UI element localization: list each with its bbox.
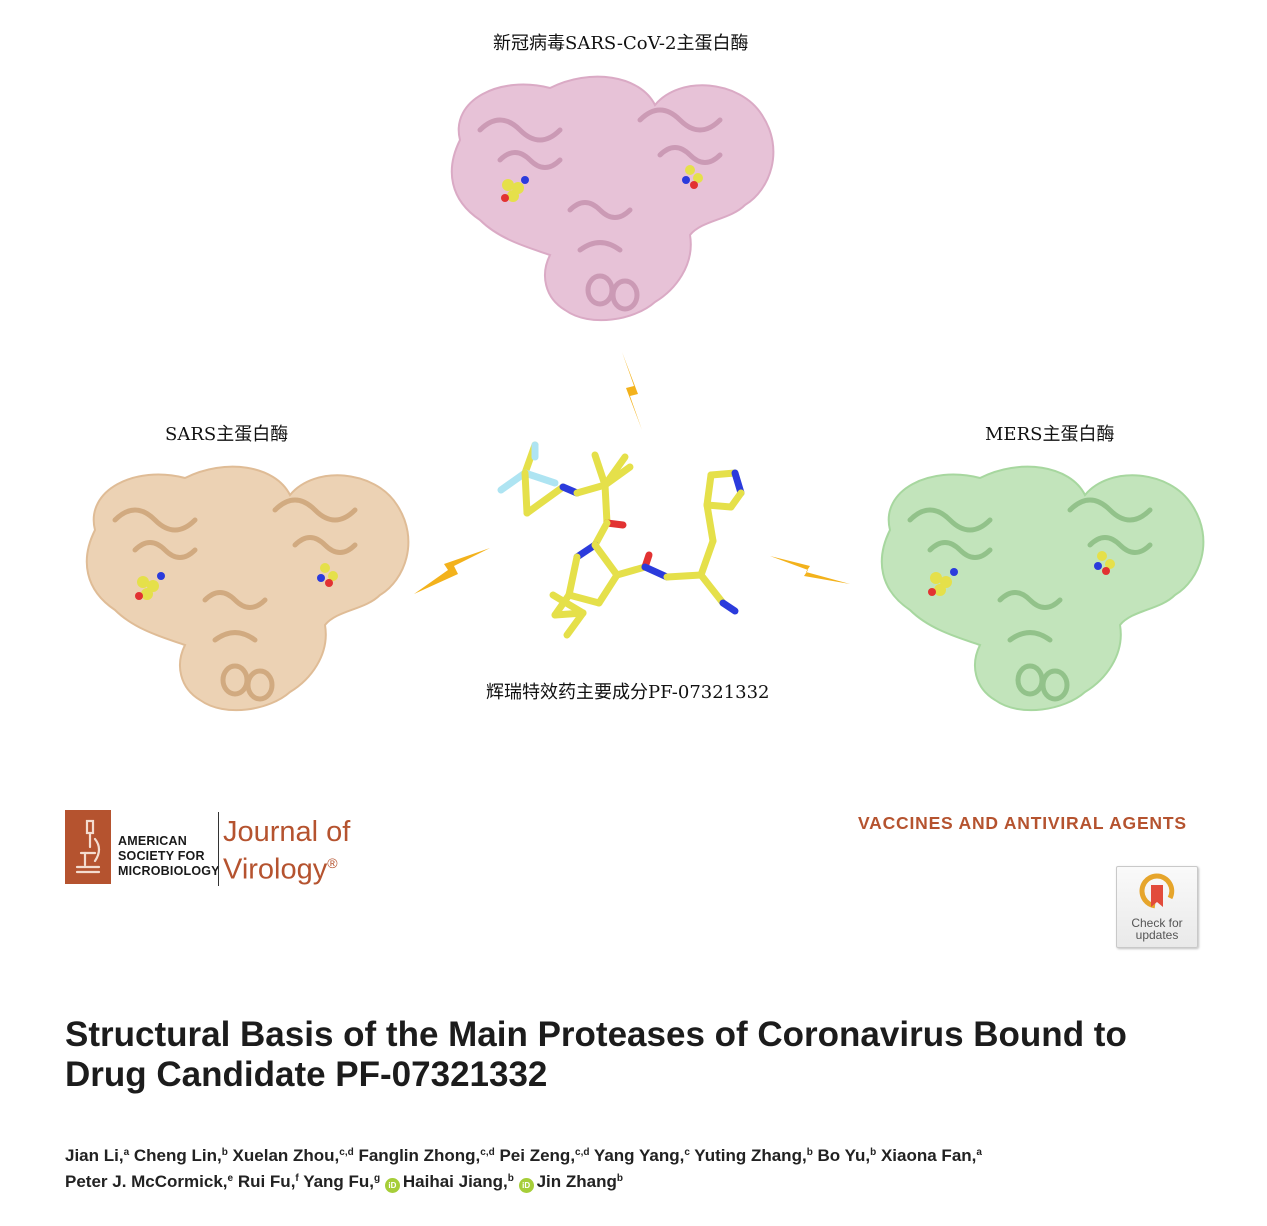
author-affiliation-marker: e (227, 1173, 234, 1184)
author-name[interactable]: Yang Fu,g (303, 1172, 380, 1191)
author-name-text: Rui Fu, (237, 1172, 296, 1191)
article-section-label: VACCINES AND ANTIVIRAL AGENTS (858, 813, 1187, 833)
author-name-text: Yang Fu, (303, 1172, 375, 1191)
microscope-icon (75, 819, 101, 874)
figure-caption-mers: MERS主蛋白酶 (985, 424, 1115, 445)
author-name[interactable]: Jian Li,a (65, 1146, 129, 1165)
logo-divider (218, 812, 219, 886)
author-name-text: Yuting Zhang, (694, 1146, 807, 1165)
check-for-updates-icon (1139, 873, 1175, 909)
author-name-text: Xiaona Fan, (880, 1146, 977, 1165)
author-affiliation-marker: c,d (575, 1147, 590, 1158)
author-name[interactable]: Xuelan Zhou,c,d (233, 1146, 354, 1165)
registered-mark: ® (327, 855, 338, 871)
check-for-updates-label: Check for updates (1131, 917, 1182, 941)
author-affiliation-marker: b (507, 1173, 514, 1184)
author-name-text: Jian Li, (65, 1146, 124, 1165)
author-affiliation-marker: b (806, 1147, 813, 1158)
author-affiliation-marker: f (295, 1173, 299, 1184)
journal-name-line-2-text: Virology (223, 853, 328, 886)
author-name[interactable]: Bo Yu,b (818, 1146, 877, 1165)
publisher-line-3: MICROBIOLOGY (118, 864, 220, 878)
author-affiliation-marker: a (976, 1147, 982, 1158)
author-list: Jian Li,a Cheng Lin,b Xuelan Zhou,c,d Fa… (65, 1143, 1225, 1195)
lightning-bolt-icon-right (770, 552, 850, 586)
author-name-text: Haihai Jiang, (402, 1172, 508, 1191)
figure-caption-sars: SARS主蛋白酶 (165, 424, 289, 445)
author-name[interactable]: Yuting Zhang,b (694, 1146, 813, 1165)
author-name[interactable]: Rui Fu,f (238, 1172, 299, 1191)
orcid-icon[interactable]: iD (384, 1178, 400, 1193)
asm-logo (65, 810, 111, 884)
publisher-line-2: SOCIETY FOR (118, 849, 205, 863)
orcid-icon[interactable]: iD (518, 1178, 534, 1193)
lightning-bolt-icon-left (414, 546, 490, 596)
author-name-text: Cheng Lin, (133, 1146, 222, 1165)
journal-name-line-2: Virology® (223, 848, 350, 886)
check-for-updates-line-2: updates (1135, 928, 1179, 942)
figure-caption-sars-cov-2: 新冠病毒SARS-CoV-2主蛋白酶 (493, 33, 749, 54)
author-affiliation-marker: b (221, 1147, 228, 1158)
author-name[interactable]: Xiaona Fan,a (881, 1146, 982, 1165)
author-affiliation-marker: g (374, 1173, 381, 1184)
sars-protease-structure (75, 460, 415, 725)
mers-protease-structure (870, 460, 1210, 725)
check-for-updates-line-1: Check for (1131, 916, 1183, 930)
author-affiliation-marker: a (123, 1147, 130, 1158)
author-name-text: Bo Yu, (817, 1146, 871, 1165)
author-name-text: Pei Zeng, (499, 1146, 576, 1165)
author-name-text: Yang Yang, (593, 1146, 685, 1165)
journal-name-line-1: Journal of (223, 816, 351, 848)
author-name[interactable]: Pei Zeng,c,d (499, 1146, 589, 1165)
check-for-updates-button[interactable]: Check for updates (1116, 866, 1198, 948)
author-name[interactable]: Yang Yang,c (594, 1146, 690, 1165)
author-affiliation-marker: b (870, 1147, 877, 1158)
author-affiliation-marker: c,d (480, 1147, 495, 1158)
journal-name: Journal of Virology® (223, 817, 350, 886)
author-name-text: Fanglin Zhong, (358, 1146, 481, 1165)
author-affiliation-marker: c,d (339, 1147, 354, 1158)
lightning-bolt-icon-top (616, 352, 646, 430)
author-name-text: Peter J. McCormick, (65, 1172, 228, 1191)
author-name[interactable]: Peter J. McCormick,e (65, 1172, 233, 1191)
figure-caption-ligand: 辉瑞特效药主要成分PF-07321332 (486, 682, 770, 703)
author-name-text: Jin Zhang (536, 1172, 617, 1191)
author-name-text: Xuelan Zhou, (232, 1146, 340, 1165)
author-name[interactable]: Fanglin Zhong,c,d (358, 1146, 494, 1165)
author-affiliation-marker: b (616, 1173, 623, 1184)
publisher-name: AMERICAN SOCIETY FOR MICROBIOLOGY (118, 834, 220, 879)
sars-cov-2-protease-structure (440, 70, 780, 335)
author-affiliation-marker: c (684, 1147, 690, 1158)
publisher-line-1: AMERICAN (118, 834, 187, 848)
pf-07321332-ligand-structure (495, 435, 765, 660)
article-title: Structural Basis of the Main Proteases o… (65, 1015, 1127, 1094)
author-name[interactable]: Cheng Lin,b (134, 1146, 228, 1165)
